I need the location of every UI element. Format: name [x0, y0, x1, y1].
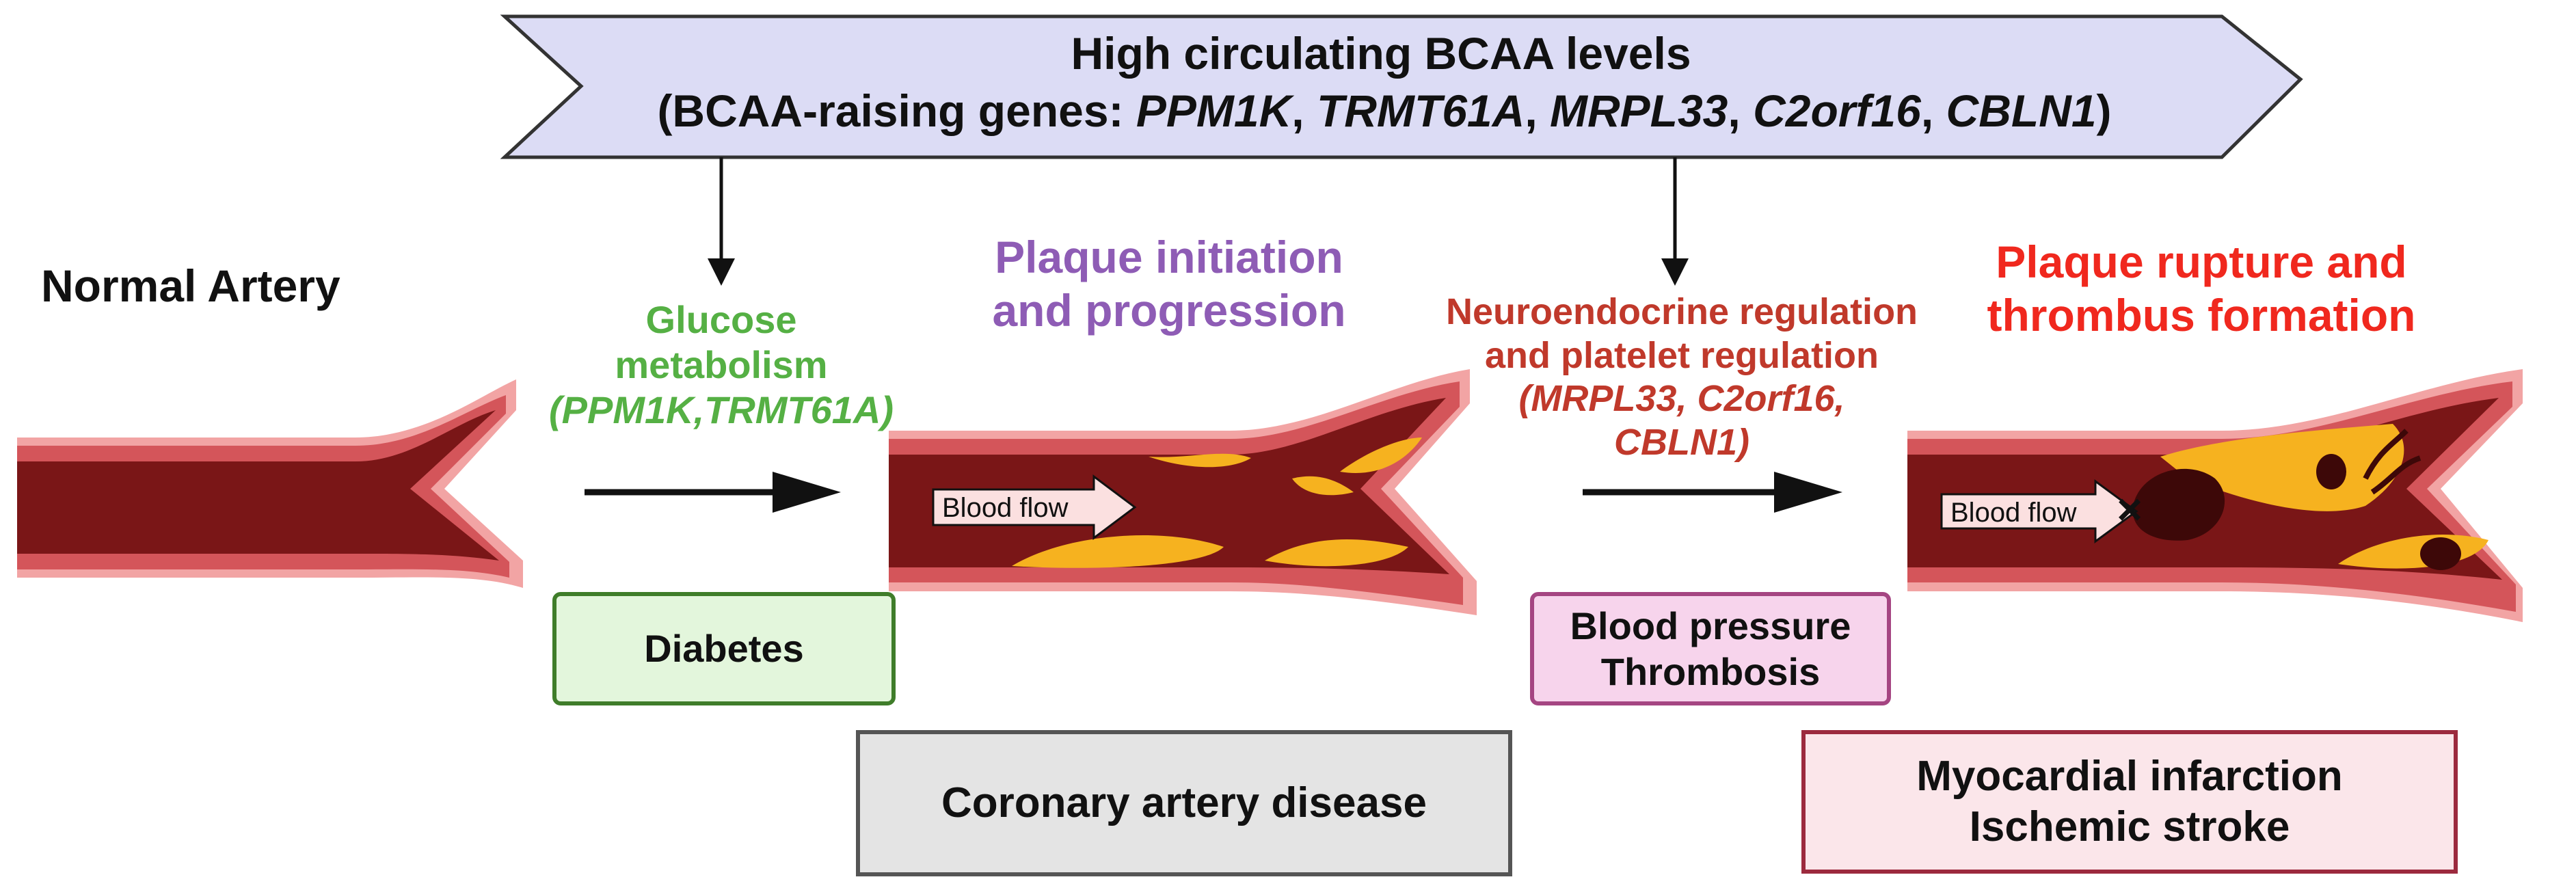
plaque-rupture-label: Plaque rupture and thrombus formation: [1928, 236, 2475, 342]
arrow-right-1-head: [773, 472, 841, 513]
plaque-rupture-line1: Plaque rupture and: [1996, 237, 2407, 287]
banner-genes-suffix: ): [2096, 85, 2112, 136]
neuro-pathway-label: Neuroendocrine regulation and platelet r…: [1422, 291, 1942, 465]
diabetes-label: Diabetes: [644, 627, 804, 671]
diabetes-box: Diabetes: [552, 592, 896, 705]
normal-artery: [17, 379, 523, 588]
gene-cbln1: CBLN1: [1946, 85, 2097, 136]
gene-trmt61a: TRMT61A: [1316, 85, 1525, 136]
banner-chevron: [500, 14, 2303, 159]
thrombus-strand: [2363, 429, 2421, 495]
plaque-deposit-junction: [1340, 438, 1422, 473]
neuro-genes-2: CBLN1): [1614, 422, 1749, 463]
gene-sep-2: ,: [1525, 85, 1550, 136]
glucose-pathway-label: Glucose metabolism (PPM1K,TRMT61A): [499, 297, 943, 433]
bcaa-banner-shape: [500, 14, 2303, 159]
plaque-artery: [889, 369, 1477, 615]
bp-line1: Blood pressure: [1570, 604, 1851, 647]
plaque-initiation-line2: and progression: [992, 284, 1346, 336]
neuro-line2: and platelet regulation: [1484, 334, 1879, 376]
blood-flow-arrow-2: [1940, 479, 2138, 543]
plaque-rupture-line2: thrombus formation: [1987, 289, 2416, 340]
arrow-down-neuro-head: [1661, 258, 1689, 286]
banner-genes: (BCAA-raising genes: PPM1K, TRMT61A, MRP…: [588, 85, 2181, 138]
glucose-line2: metabolism: [615, 343, 828, 387]
gene-sep-3: ,: [1728, 85, 1754, 136]
bp-thrombosis-box: Blood pressure Thrombosis: [1530, 592, 1891, 705]
neuro-line1: Neuroendocrine regulation: [1445, 291, 1918, 332]
blood-flow-label-2: Blood flow: [1950, 498, 2077, 528]
plaque-deposit-top: [1149, 453, 1251, 468]
plaque-deposit-mid: [1292, 476, 1354, 496]
gene-mrpl33: MRPL33: [1550, 85, 1728, 136]
neuro-genes-1: (MRPL33, C2orf16,: [1518, 378, 1845, 420]
thrombus-marker: ×: [2117, 485, 2143, 534]
plaque-initiation-line1: Plaque initiation: [995, 232, 1343, 282]
bp-line2: Thrombosis: [1600, 650, 1821, 693]
mi-line2: Ischemic stroke: [1969, 803, 2290, 850]
gene-sep-4: ,: [1920, 85, 1946, 136]
gene-c2orf16: C2orf16: [1753, 85, 1921, 136]
thrombus-fragment: [2420, 537, 2461, 570]
gene-sep-1: ,: [1291, 85, 1317, 136]
arrow-right-2-head: [1774, 472, 1842, 513]
plaque-deposit-bottom-1: [1012, 535, 1224, 568]
thrombus: [2132, 468, 2225, 541]
cad-label: Coronary artery disease: [941, 779, 1427, 826]
plaque-artery-lumen: [889, 398, 1449, 574]
arrow-down-glucose-head: [708, 258, 735, 286]
blood-flow-arrow-1: [932, 474, 1137, 540]
rupture-artery: [1907, 369, 2523, 622]
plaque-initiation-label: Plaque initiation and progression: [930, 231, 1408, 338]
glucose-line1: Glucose: [645, 298, 797, 341]
banner-genes-prefix: (BCAA-raising genes:: [657, 85, 1136, 136]
cad-box: Coronary artery disease: [856, 730, 1512, 876]
mi-stroke-box: Myocardial infarction Ischemic stroke: [1801, 730, 2458, 874]
mi-line1: Myocardial infarction: [1916, 752, 2343, 800]
glucose-genes: (PPM1K,TRMT61A): [548, 388, 894, 432]
normal-artery-label: Normal Artery: [41, 260, 340, 311]
plaque-deposit-bottom-2: [1265, 539, 1408, 567]
blood-flow-label-1: Blood flow: [942, 493, 1069, 523]
gene-ppm1k: PPM1K: [1136, 85, 1292, 136]
banner-title: High circulating BCAA levels: [1071, 28, 1691, 79]
normal-artery-lumen: [17, 410, 499, 561]
thrombus-fragment-2: [2316, 454, 2346, 489]
